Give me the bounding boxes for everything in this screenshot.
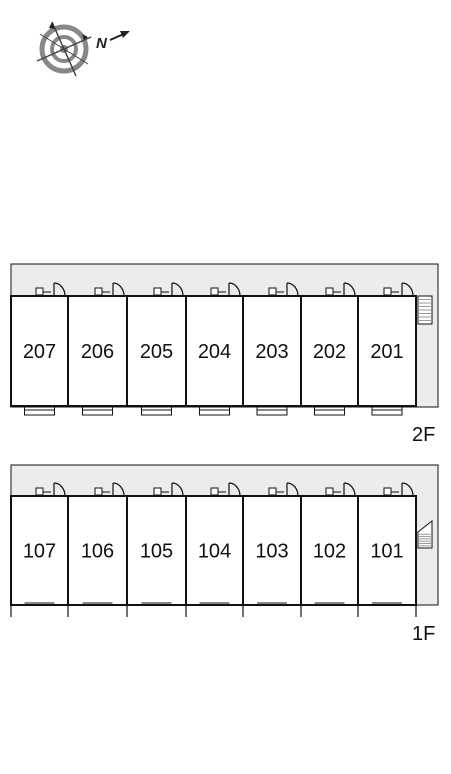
window — [357, 602, 402, 617]
entrance-door — [401, 282, 414, 297]
window — [300, 602, 345, 617]
window — [126, 602, 172, 617]
meter-box — [383, 487, 399, 496]
meter-box — [153, 487, 169, 496]
staircase — [417, 519, 433, 549]
entrance-door — [228, 482, 241, 497]
unit: 204 — [185, 282, 244, 416]
entrance-door — [343, 282, 356, 297]
staircase — [417, 295, 433, 325]
window-balcony — [24, 406, 55, 416]
unit-row-1f: 107 106 105 104 103 102 101 — [10, 482, 417, 617]
entrance-door — [112, 482, 125, 497]
floor-label-1f: 1F — [412, 623, 435, 645]
entrance-door — [53, 282, 66, 297]
meter-box — [325, 487, 341, 496]
window-balcony — [371, 406, 403, 416]
window-balcony — [199, 406, 230, 416]
unit-row-2f: 207 206 205 204 203 202 201 — [10, 282, 417, 416]
unit: 104 — [185, 482, 244, 617]
entrance-door — [112, 282, 125, 297]
unit: 202 — [300, 282, 359, 416]
unit-number-label: 107 — [23, 541, 56, 563]
meter-box — [268, 287, 284, 296]
window — [67, 602, 113, 617]
unit-number-label: 101 — [370, 541, 403, 563]
window-balcony — [141, 406, 172, 416]
unit: 102 — [300, 482, 359, 617]
entrance-door — [343, 482, 356, 497]
unit-number-label: 105 — [140, 541, 173, 563]
floor-2f-plan: 207 206 205 204 203 202 201 2F — [10, 263, 439, 446]
floor-label-2f: 2F — [412, 424, 435, 446]
entrance-door — [171, 282, 184, 297]
window — [242, 602, 287, 617]
unit: 206 — [67, 282, 128, 416]
meter-box — [210, 487, 226, 496]
meter-box — [268, 487, 284, 496]
compass-north-letter: N — [96, 35, 108, 52]
unit-number-label: 103 — [255, 541, 288, 563]
unit-number-label: 206 — [81, 341, 114, 363]
window-balcony — [82, 406, 113, 416]
unit: 203 — [242, 282, 302, 416]
meter-box — [94, 487, 110, 496]
entrance-door — [228, 282, 241, 297]
window — [10, 602, 55, 617]
window — [185, 602, 230, 617]
unit: 201 — [357, 282, 417, 416]
unit: 107 — [10, 482, 69, 617]
window-balcony — [256, 406, 288, 416]
unit-number-label: 104 — [198, 541, 231, 563]
entrance-door — [401, 482, 414, 497]
meter-box — [35, 287, 51, 296]
unit-number-label: 207 — [23, 341, 56, 363]
entrance-door — [53, 482, 66, 497]
unit-number-label: 201 — [370, 341, 403, 363]
unit: 103 — [242, 482, 302, 617]
floor-1f-plan: 107 106 105 104 103 102 101 1F — [10, 464, 439, 645]
compass-rose-icon: N — [36, 21, 130, 77]
meter-box — [153, 287, 169, 296]
unit-number-label: 205 — [140, 341, 173, 363]
meter-box — [94, 287, 110, 296]
entrance-door — [286, 482, 299, 497]
unit-number-label: 202 — [313, 341, 346, 363]
entrance-door — [286, 282, 299, 297]
unit: 106 — [67, 482, 128, 617]
unit: 207 — [10, 282, 69, 416]
unit-number-label: 203 — [255, 341, 288, 363]
unit-number-label: 204 — [198, 341, 231, 363]
meter-box — [325, 287, 341, 296]
unit: 101 — [357, 482, 417, 617]
entrance-door — [171, 482, 184, 497]
meter-box — [383, 287, 399, 296]
unit: 205 — [126, 282, 187, 416]
unit: 105 — [126, 482, 187, 617]
unit-number-label: 102 — [313, 541, 346, 563]
meter-box — [35, 487, 51, 496]
unit-number-label: 106 — [81, 541, 114, 563]
window-balcony — [314, 406, 345, 416]
meter-box — [210, 287, 226, 296]
